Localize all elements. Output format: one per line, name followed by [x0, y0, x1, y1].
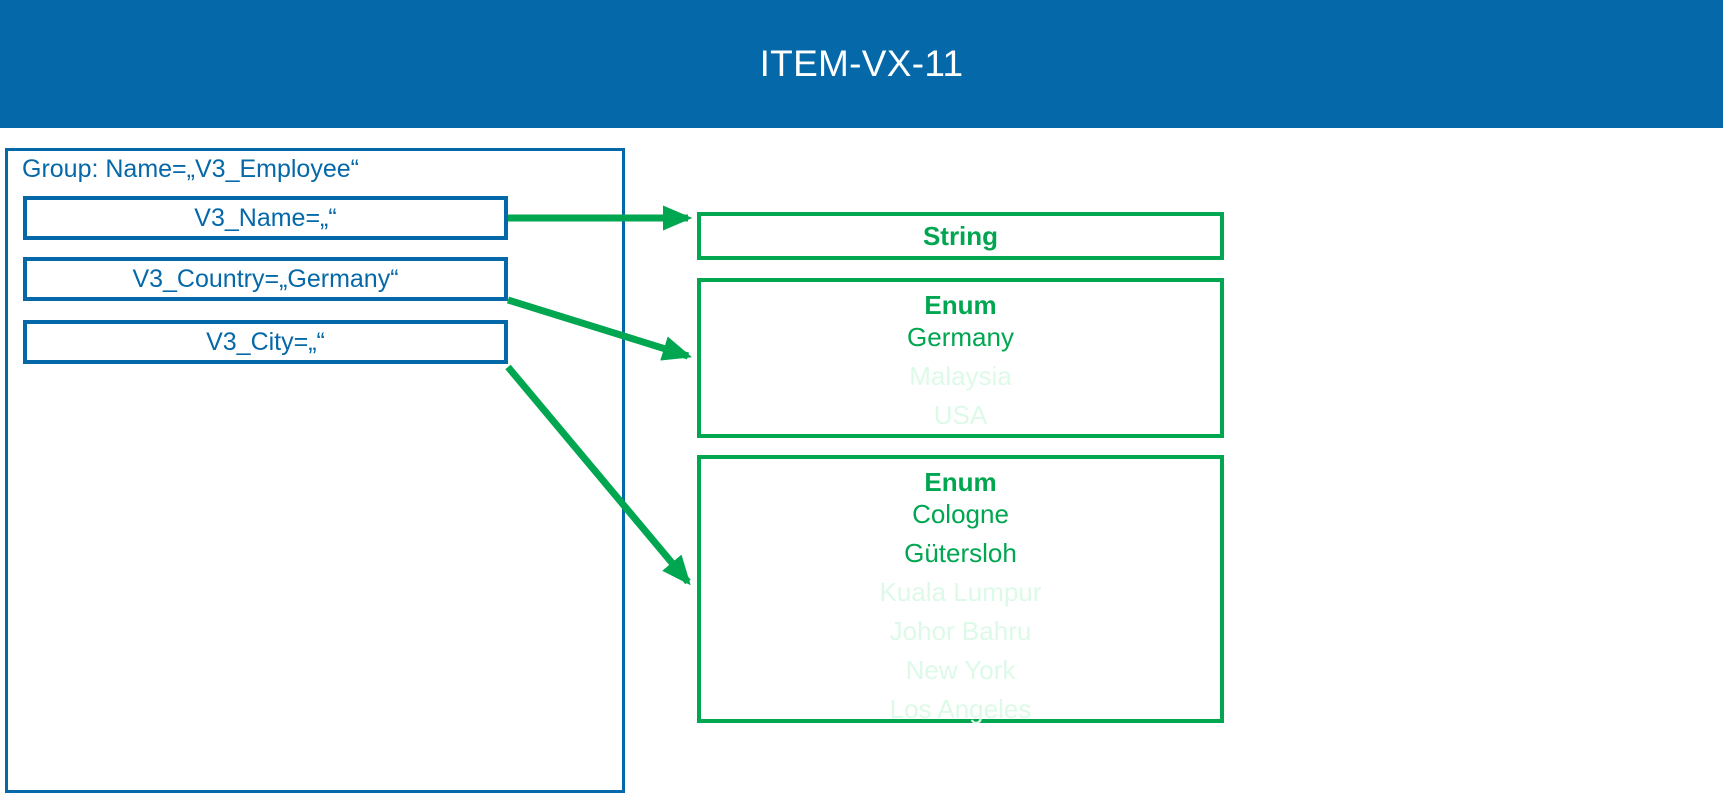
attribute-row-v3-country[interactable]: V3_Country=„Germany“: [23, 257, 508, 301]
enum-item[interactable]: Cologne: [912, 499, 1009, 529]
enum-item[interactable]: Johor Bahru: [889, 616, 1032, 646]
page-title: ITEM-VX-11: [759, 43, 964, 84]
group-label: Group: Name=„V3_Employee“: [22, 155, 359, 183]
type-box-title: String: [922, 221, 999, 251]
type-box-title: Enum: [924, 467, 997, 497]
enum-item[interactable]: Germany: [907, 322, 1014, 352]
type-box-title: Enum: [924, 290, 997, 320]
header-bar: [0, 0, 1723, 128]
enum-item[interactable]: Malaysia: [909, 361, 1012, 391]
attribute-row-v3-city[interactable]: V3_City=„“: [23, 320, 508, 364]
group-panel: [5, 148, 625, 793]
enum-item[interactable]: Los Angeles: [889, 694, 1032, 724]
enum-item[interactable]: New York: [905, 655, 1016, 685]
enum-item[interactable]: USA: [933, 400, 988, 430]
enum-item[interactable]: Kuala Lumpur: [879, 577, 1042, 607]
attribute-row-v3-name[interactable]: V3_Name=„“: [23, 196, 508, 240]
enum-item[interactable]: Gütersloh: [904, 538, 1017, 568]
type-box-string[interactable]: String: [697, 212, 1224, 260]
